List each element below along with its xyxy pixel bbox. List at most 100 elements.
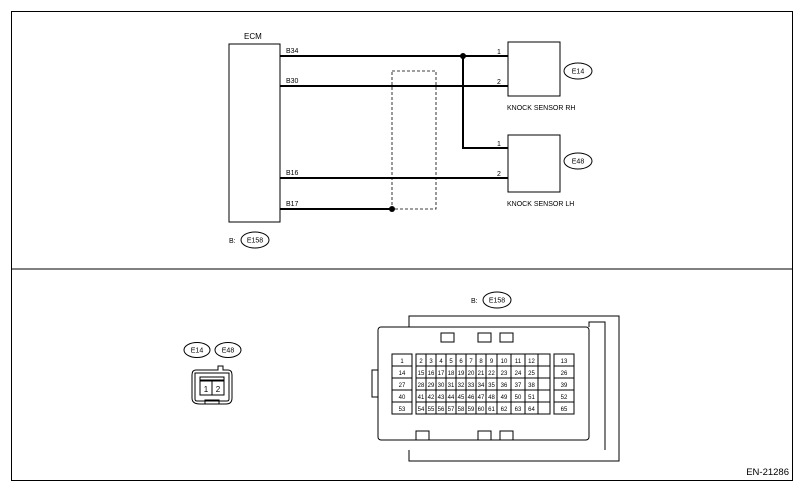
connector-pin-number: 10 — [501, 359, 508, 365]
connector-pin-number: 17 — [438, 371, 445, 377]
connector-pin-number: 62 — [501, 407, 508, 413]
shield-box — [391, 70, 437, 210]
lh-connector-badge — [563, 152, 593, 170]
connector-pin-number: 22 — [488, 371, 495, 377]
connector-pin-number: 36 — [501, 383, 508, 389]
connector-pin-number: 56 — [438, 407, 445, 413]
connector-pin-number: 20 — [468, 371, 475, 377]
connector-pin-number: 57 — [448, 407, 455, 413]
connector-pin-number: 44 — [448, 395, 455, 401]
connector-pin-number: 23 — [501, 371, 508, 377]
connector-pin-number: 61 — [488, 407, 495, 413]
connector-pin-number: 26 — [561, 371, 568, 377]
connector-pin-number: 37 — [515, 383, 522, 389]
connector-pin-number: 34 — [478, 383, 485, 389]
large-connector-id: E158 — [489, 298, 505, 305]
outer-frame — [11, 11, 793, 481]
small-connector-badge-1 — [183, 342, 211, 358]
large-connector-prefix: B: — [471, 298, 478, 305]
ecm-title: ECM — [244, 32, 262, 41]
connector-pin-number: 15 — [418, 371, 425, 377]
connector-pin-number: 31 — [448, 383, 455, 389]
connector-pin-number: 6 — [459, 359, 463, 365]
connector-pin-number: 50 — [515, 395, 522, 401]
connector-pin-number: 19 — [458, 371, 465, 377]
connector-pin-number: 11 — [515, 359, 522, 365]
connector-pin-number: 46 — [468, 395, 475, 401]
connector-pin-number: 65 — [561, 407, 568, 413]
connector-pin-number: 9 — [490, 359, 494, 365]
connector-pin-number: 53 — [399, 407, 406, 413]
connector-pin-number: 48 — [488, 395, 495, 401]
small-connector-badge-2 — [214, 342, 242, 358]
connector-pin-number: 58 — [458, 407, 465, 413]
connector-pin-number: 25 — [528, 371, 535, 377]
connector-pin-number: 3 — [429, 359, 433, 365]
connector-pin-number: 45 — [458, 395, 465, 401]
connector-section: E14 E48 1 2 B: E158 — [183, 291, 620, 462]
connector-pin-number: 60 — [478, 407, 485, 413]
ecm-connector-id: E158 — [247, 238, 263, 245]
lh-connector-id: E48 — [572, 159, 585, 166]
connector-pin-number: 1 — [400, 359, 404, 365]
connector-pin-number: 42 — [428, 395, 435, 401]
figure-code: EN-21286 — [746, 467, 789, 478]
rh-connector-id: E14 — [572, 69, 585, 76]
rh-pin2-label: 2 — [497, 79, 501, 86]
connector-pin-number: 29 — [428, 383, 435, 389]
rh-pin1-label: 1 — [497, 49, 501, 56]
connector-pin-number: 27 — [399, 383, 406, 389]
pin-label-b17: B17 — [286, 201, 299, 208]
connector-pin-number: 5 — [449, 359, 453, 365]
connector-pin-number: 54 — [418, 407, 425, 413]
small-connector-id-2: E48 — [222, 348, 235, 355]
connector-pin-number: 49 — [501, 395, 508, 401]
connector-pin-number: 4 — [439, 359, 443, 365]
connector-pin-number: 33 — [468, 383, 475, 389]
pin-label-b34: B34 — [286, 48, 299, 55]
wire-b34-branch — [462, 56, 508, 149]
splice-point — [460, 53, 466, 59]
connector-pin-number: 51 — [528, 395, 535, 401]
connector-pin-number: 16 — [428, 371, 435, 377]
connector-pin-number: 59 — [468, 407, 475, 413]
ecm-box — [228, 43, 281, 223]
connector-pin-number: 21 — [478, 371, 485, 377]
pin-label-b16: B16 — [286, 170, 299, 177]
connector-pin-number: 39 — [561, 383, 568, 389]
connector-pin-number: 52 — [561, 395, 568, 401]
connector-pin-number: 30 — [438, 383, 445, 389]
connector-pin-number: 14 — [399, 371, 406, 377]
small-connector-pin-1: 1 — [204, 385, 209, 394]
knock-sensor-rh-name: KNOCK SENSOR RH — [507, 105, 575, 112]
connector-pin-number: 40 — [399, 395, 406, 401]
connector-pin-number: 38 — [528, 383, 535, 389]
connector-pin-number: 63 — [515, 407, 522, 413]
knock-sensor-lh-box — [507, 134, 561, 193]
rh-connector-badge — [563, 62, 593, 80]
connector-pin-number: 55 — [428, 407, 435, 413]
connector-pin-number: 8 — [479, 359, 483, 365]
lh-pin1-label: 1 — [497, 141, 501, 148]
knock-sensor-lh-name: KNOCK SENSOR LH — [507, 201, 574, 208]
circuit-section: ECM B34 B30 B16 B17 1 2 E14 KNOCK SENSOR… — [228, 32, 593, 249]
connector-pin-number: 2 — [419, 359, 423, 365]
large-connector-badge — [482, 291, 512, 309]
small-connector-pin-2: 2 — [216, 385, 221, 394]
connector-pin-number: 13 — [561, 359, 568, 365]
large-connector-housing — [371, 315, 620, 462]
connector-pin-number: 47 — [478, 395, 485, 401]
connector-pin-number: 18 — [448, 371, 455, 377]
pin-label-b30: B30 — [286, 78, 299, 85]
connector-pin-number: 28 — [418, 383, 425, 389]
small-connector-id-1: E14 — [191, 348, 204, 355]
connector-pin-number: 7 — [469, 359, 473, 365]
small-connector-face — [191, 365, 233, 405]
knock-sensor-rh-box — [507, 41, 561, 97]
lh-pin2-label: 2 — [497, 171, 501, 178]
ecm-connector-badge — [240, 231, 270, 249]
connector-pin-number: 35 — [488, 383, 495, 389]
connector-pin-number: 24 — [515, 371, 522, 377]
